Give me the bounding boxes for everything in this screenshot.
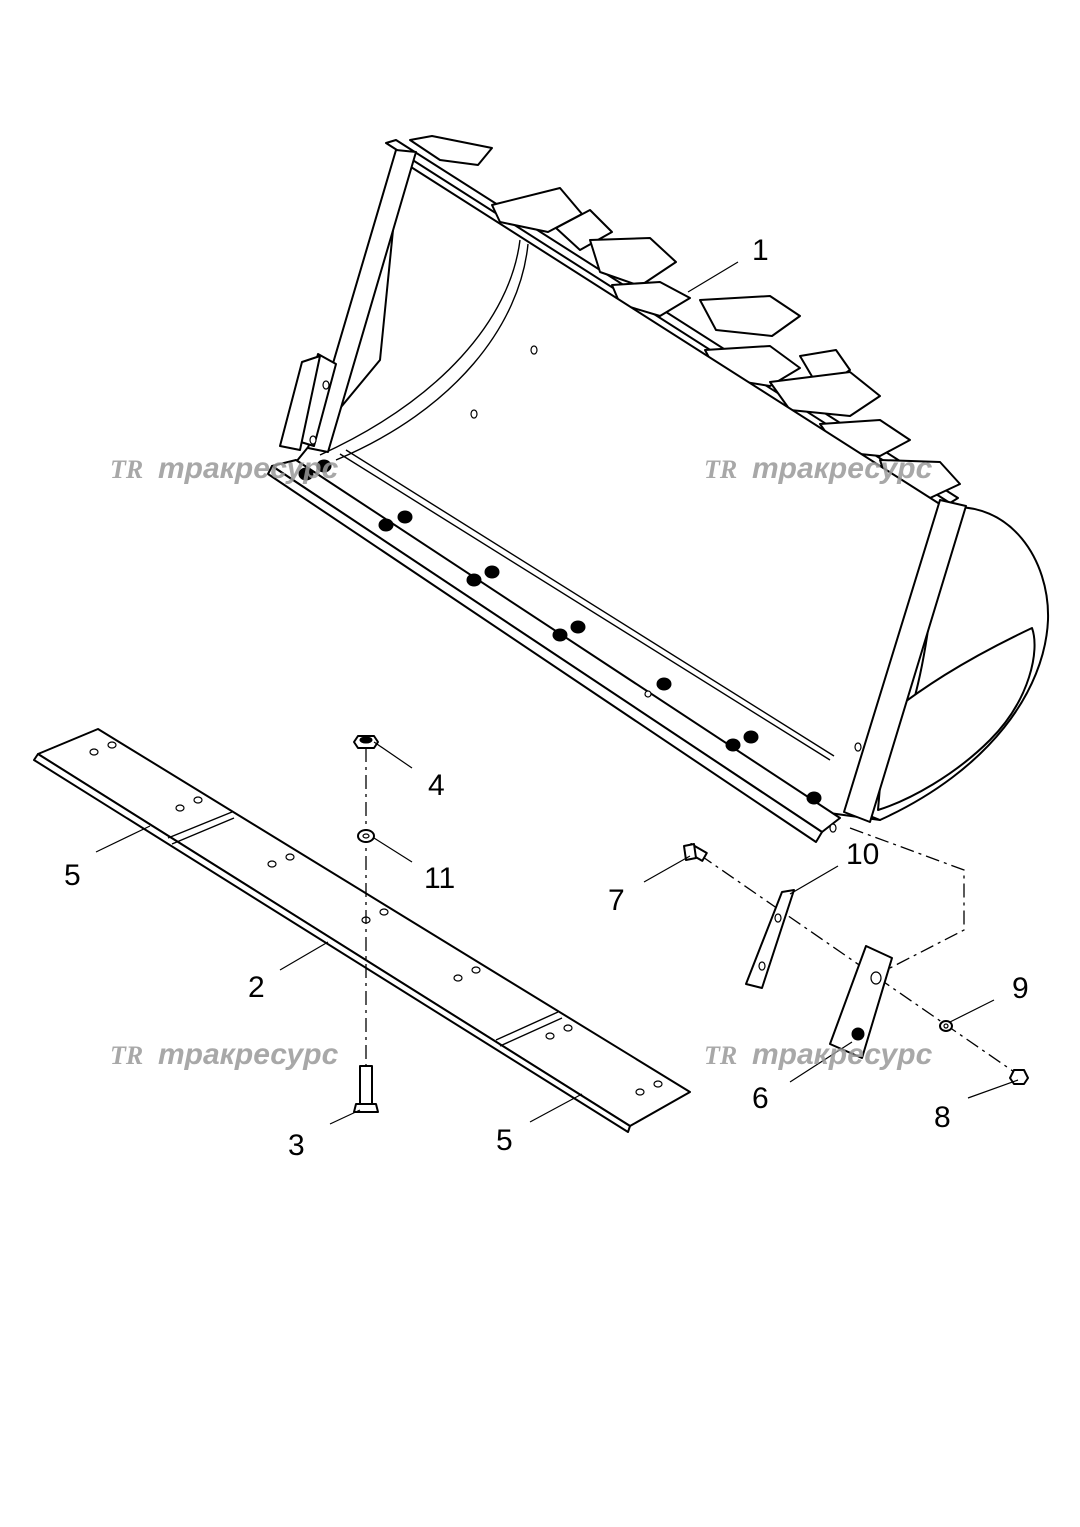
callout-nut: 4 <box>428 769 445 802</box>
callout-cutting-edge: 2 <box>248 971 265 1004</box>
callout-shim: 10 <box>846 838 879 871</box>
watermark-logo: TR <box>110 455 143 484</box>
callout-bolt: 3 <box>288 1129 305 1162</box>
watermark-logo: TR <box>110 1041 143 1070</box>
watermark-text: тракресурс <box>752 1038 933 1071</box>
watermark-bottom-left: TR тракресурс <box>110 1038 339 1071</box>
callout-side-cutter: 6 <box>752 1082 769 1115</box>
watermark-text: тракресурс <box>752 452 933 485</box>
cutting-edge-drawing <box>33 728 691 1133</box>
watermark-top-right: TR тракресурс <box>704 452 933 485</box>
callout-side-bolt: 7 <box>608 884 625 917</box>
callout-edge-segment-right: 5 <box>496 1124 513 1157</box>
side-cutter-assembly <box>683 827 1029 1085</box>
callout-bucket: 1 <box>752 234 769 267</box>
bucket-bolt-heads <box>298 459 822 805</box>
watermark-logo: TR <box>704 455 737 484</box>
callout-side-washer: 9 <box>1012 972 1029 1005</box>
watermark-text: тракресурс <box>158 1038 339 1071</box>
watermark-text: тракресурс <box>158 452 339 485</box>
callout-edge-segment-left: 5 <box>64 859 81 892</box>
watermark-top-left: TR тракресурс <box>110 452 339 485</box>
leader-lines <box>95 261 1019 1125</box>
callout-side-nut: 8 <box>934 1101 951 1134</box>
bucket-drawing <box>267 135 1050 843</box>
center-fasteners <box>353 735 379 1113</box>
watermark-logo: TR <box>704 1041 737 1070</box>
watermark-bottom-right: TR тракресурс <box>704 1038 933 1071</box>
callout-washer: 11 <box>424 862 455 895</box>
